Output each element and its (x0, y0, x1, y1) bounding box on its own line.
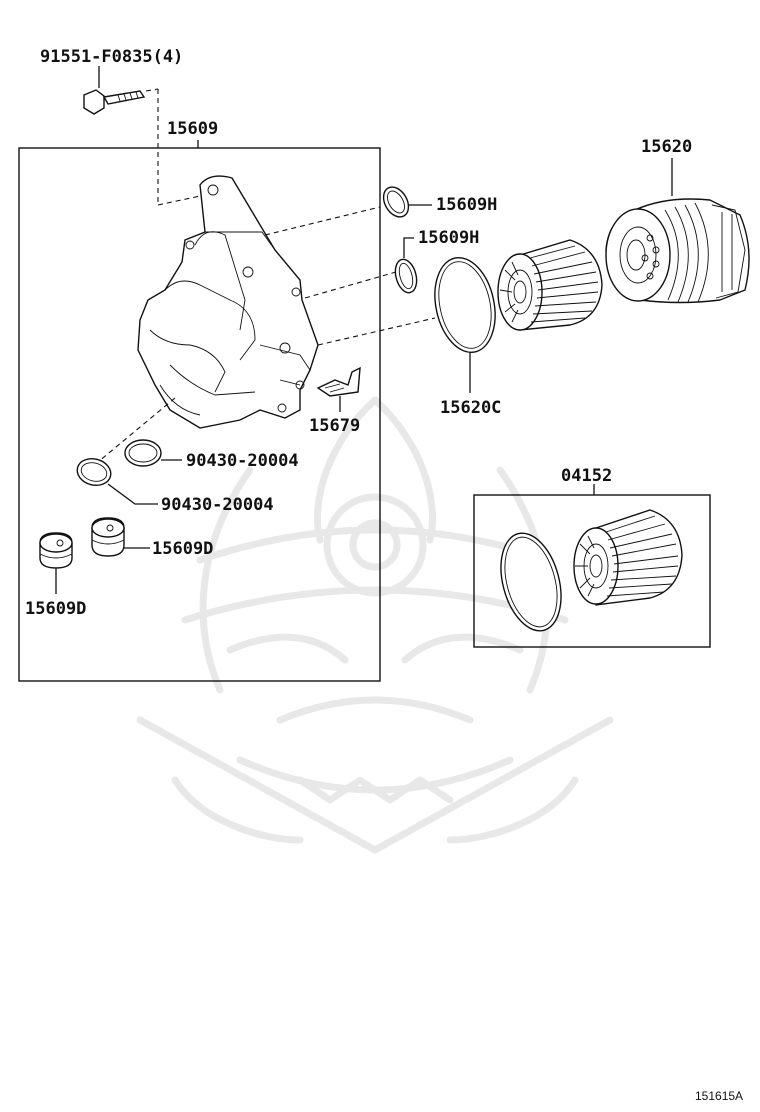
oring-90430-b (76, 457, 112, 487)
bolt-part (83, 66, 206, 206)
label-plug-left: 15609D (25, 599, 86, 619)
label-oring-h2: 15609H (418, 228, 479, 248)
leader-housing-to-gasket (317, 317, 436, 346)
label-filter-kit: 04152 (561, 466, 612, 486)
label-oring-90430-b: 90430-20004 (161, 495, 274, 515)
gasket-15620c (434, 256, 496, 354)
diagram-reference-code: 151615A (695, 1089, 743, 1103)
leader-housing-to-lower-orings (97, 397, 176, 463)
plate-15679-part (316, 366, 361, 397)
filter-kit-element (573, 509, 683, 606)
label-plug-right: 15609D (152, 539, 213, 559)
filter-element-upper (497, 239, 603, 331)
label-oring-90430-a: 90430-20004 (186, 451, 299, 471)
label-cap: 15620 (641, 137, 692, 157)
filter-kit-box (473, 494, 711, 648)
oil-filter-cap-15620 (605, 198, 750, 304)
label-gasket: 15620C (440, 398, 501, 418)
leader-housing-to-oring-h2 (304, 271, 397, 299)
housing-group-box (18, 147, 381, 682)
plug-15609d-right (91, 517, 125, 557)
filter-kit-gasket (500, 532, 562, 632)
label-bolt: 91551-F0835(4) (40, 47, 183, 67)
plug-15609d-left (39, 532, 73, 569)
label-oring-h1: 15609H (436, 195, 497, 215)
leader-housing-to-oring-h1 (264, 206, 381, 236)
samurai-watermark-logo (136, 396, 614, 854)
label-plate: 15679 (309, 416, 360, 436)
oring-15609h-lower (394, 258, 418, 294)
label-housing: 15609 (167, 119, 218, 139)
oring-15609h-upper (382, 186, 410, 218)
oil-filter-housing-part (137, 140, 319, 429)
